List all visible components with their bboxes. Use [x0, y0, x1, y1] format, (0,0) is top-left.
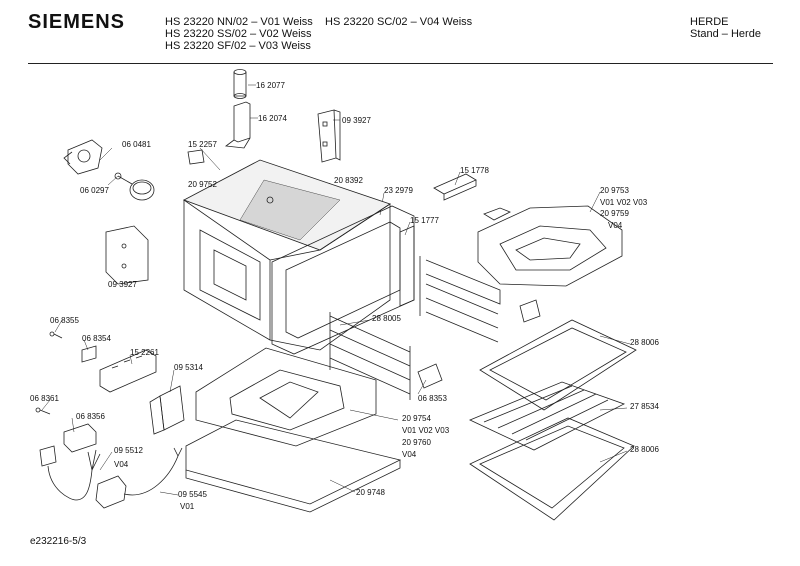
- part-label: 16 2074: [258, 114, 287, 123]
- category-label: HERDE Stand – Herde: [690, 16, 761, 40]
- part-label: 06 8355: [50, 316, 79, 325]
- part-label: 20 9754: [402, 414, 431, 423]
- part-label: 20 9759: [600, 209, 629, 218]
- part-label: 28 8006: [630, 445, 659, 454]
- part-label: 28 8006: [630, 338, 659, 347]
- vent-duct-part: [224, 101, 251, 149]
- shelf-support-rails: [329, 256, 501, 400]
- part-label: 09 3927: [342, 116, 371, 125]
- part-label: 15 2257: [188, 140, 217, 149]
- bottom-heating-element: [195, 347, 377, 447]
- part-label: 09 5314: [174, 363, 203, 372]
- part-label: 15 1777: [410, 216, 439, 225]
- part-label: 27 8534: [630, 402, 659, 411]
- variant-label: V01 V02 V03: [402, 426, 450, 435]
- terminal-block-part: [99, 349, 157, 393]
- part-label: 06 8361: [30, 394, 59, 403]
- part-label: 09 5545: [178, 490, 207, 499]
- model-list-secondary: HS 23220 SC/02 – V04 Weiss: [325, 16, 472, 28]
- variant-label: V04: [402, 450, 417, 459]
- part-label: 06 0297: [80, 186, 109, 195]
- door-seal-part: [399, 225, 415, 307]
- part-label: 20 9748: [356, 488, 385, 497]
- clip-part: [187, 149, 205, 165]
- variant-label: V01: [180, 502, 195, 511]
- mounting-bracket-left: [105, 225, 149, 285]
- part-label: 16 2077: [256, 81, 285, 90]
- part-label: 06 8356: [76, 412, 105, 421]
- grill-heating-element: [477, 205, 623, 287]
- model-line: HS 23220 NN/02 – V01 Weiss: [165, 16, 313, 28]
- variant-label: V01 V02 V03: [600, 198, 648, 207]
- part-label: 20 8392: [334, 176, 363, 185]
- deep-tray-part: [469, 417, 635, 521]
- part-label: 09 5512: [114, 446, 143, 455]
- oven-switch-part: [63, 139, 103, 175]
- brand-logo: SIEMENS: [28, 11, 126, 33]
- part-label: 06 0481: [122, 140, 151, 149]
- oven-housing-part: [183, 159, 391, 351]
- model-line: HS 23220 SF/02 – V03 Weiss: [165, 40, 311, 52]
- vent-tube-part: [233, 69, 247, 99]
- category-subtitle: Stand – Herde: [690, 28, 761, 40]
- part-label: 20 9760: [402, 438, 431, 447]
- model-list-primary: HS 23220 NN/02 – V01 Weiss HS 23220 SS/0…: [165, 16, 313, 52]
- mains-terminal-part: [63, 423, 97, 453]
- part-label: 09 3927: [108, 280, 137, 289]
- small-bracket-part: [81, 345, 97, 363]
- shelf-clip-part: [417, 299, 541, 389]
- part-label: 20 9752: [188, 180, 217, 189]
- part-label: 06 8353: [418, 394, 447, 403]
- screw-part: [49, 331, 63, 339]
- variant-label: V04: [114, 460, 129, 469]
- baking-tray-part: [479, 319, 637, 411]
- cover-plate-part: [433, 173, 477, 201]
- part-label: 06 8354: [82, 334, 111, 343]
- wire-rack-part: [469, 381, 626, 451]
- header-divider: [28, 63, 773, 64]
- model-line: HS 23220 SC/02 – V04 Weiss: [325, 16, 473, 28]
- cable-bracket-part: [149, 385, 185, 435]
- control-knob-part: [114, 172, 155, 201]
- part-label: 15 1778: [460, 166, 489, 175]
- mounting-bracket-top: [317, 109, 341, 163]
- variant-label: V04: [608, 221, 623, 230]
- part-label: 15 2261: [130, 348, 159, 357]
- part-label: 20 9753: [600, 186, 629, 195]
- part-label: 23 2979: [384, 186, 413, 195]
- power-cord-part: [39, 445, 183, 509]
- bottom-cover-plate: [185, 419, 402, 513]
- model-line: HS 23220 SS/02 – V02 Weiss: [165, 28, 312, 40]
- part-label: 28 8005: [372, 314, 401, 323]
- screw-part-2: [35, 407, 51, 415]
- category-title: HERDE: [690, 16, 729, 28]
- document-code: e232216-5/3: [30, 536, 87, 547]
